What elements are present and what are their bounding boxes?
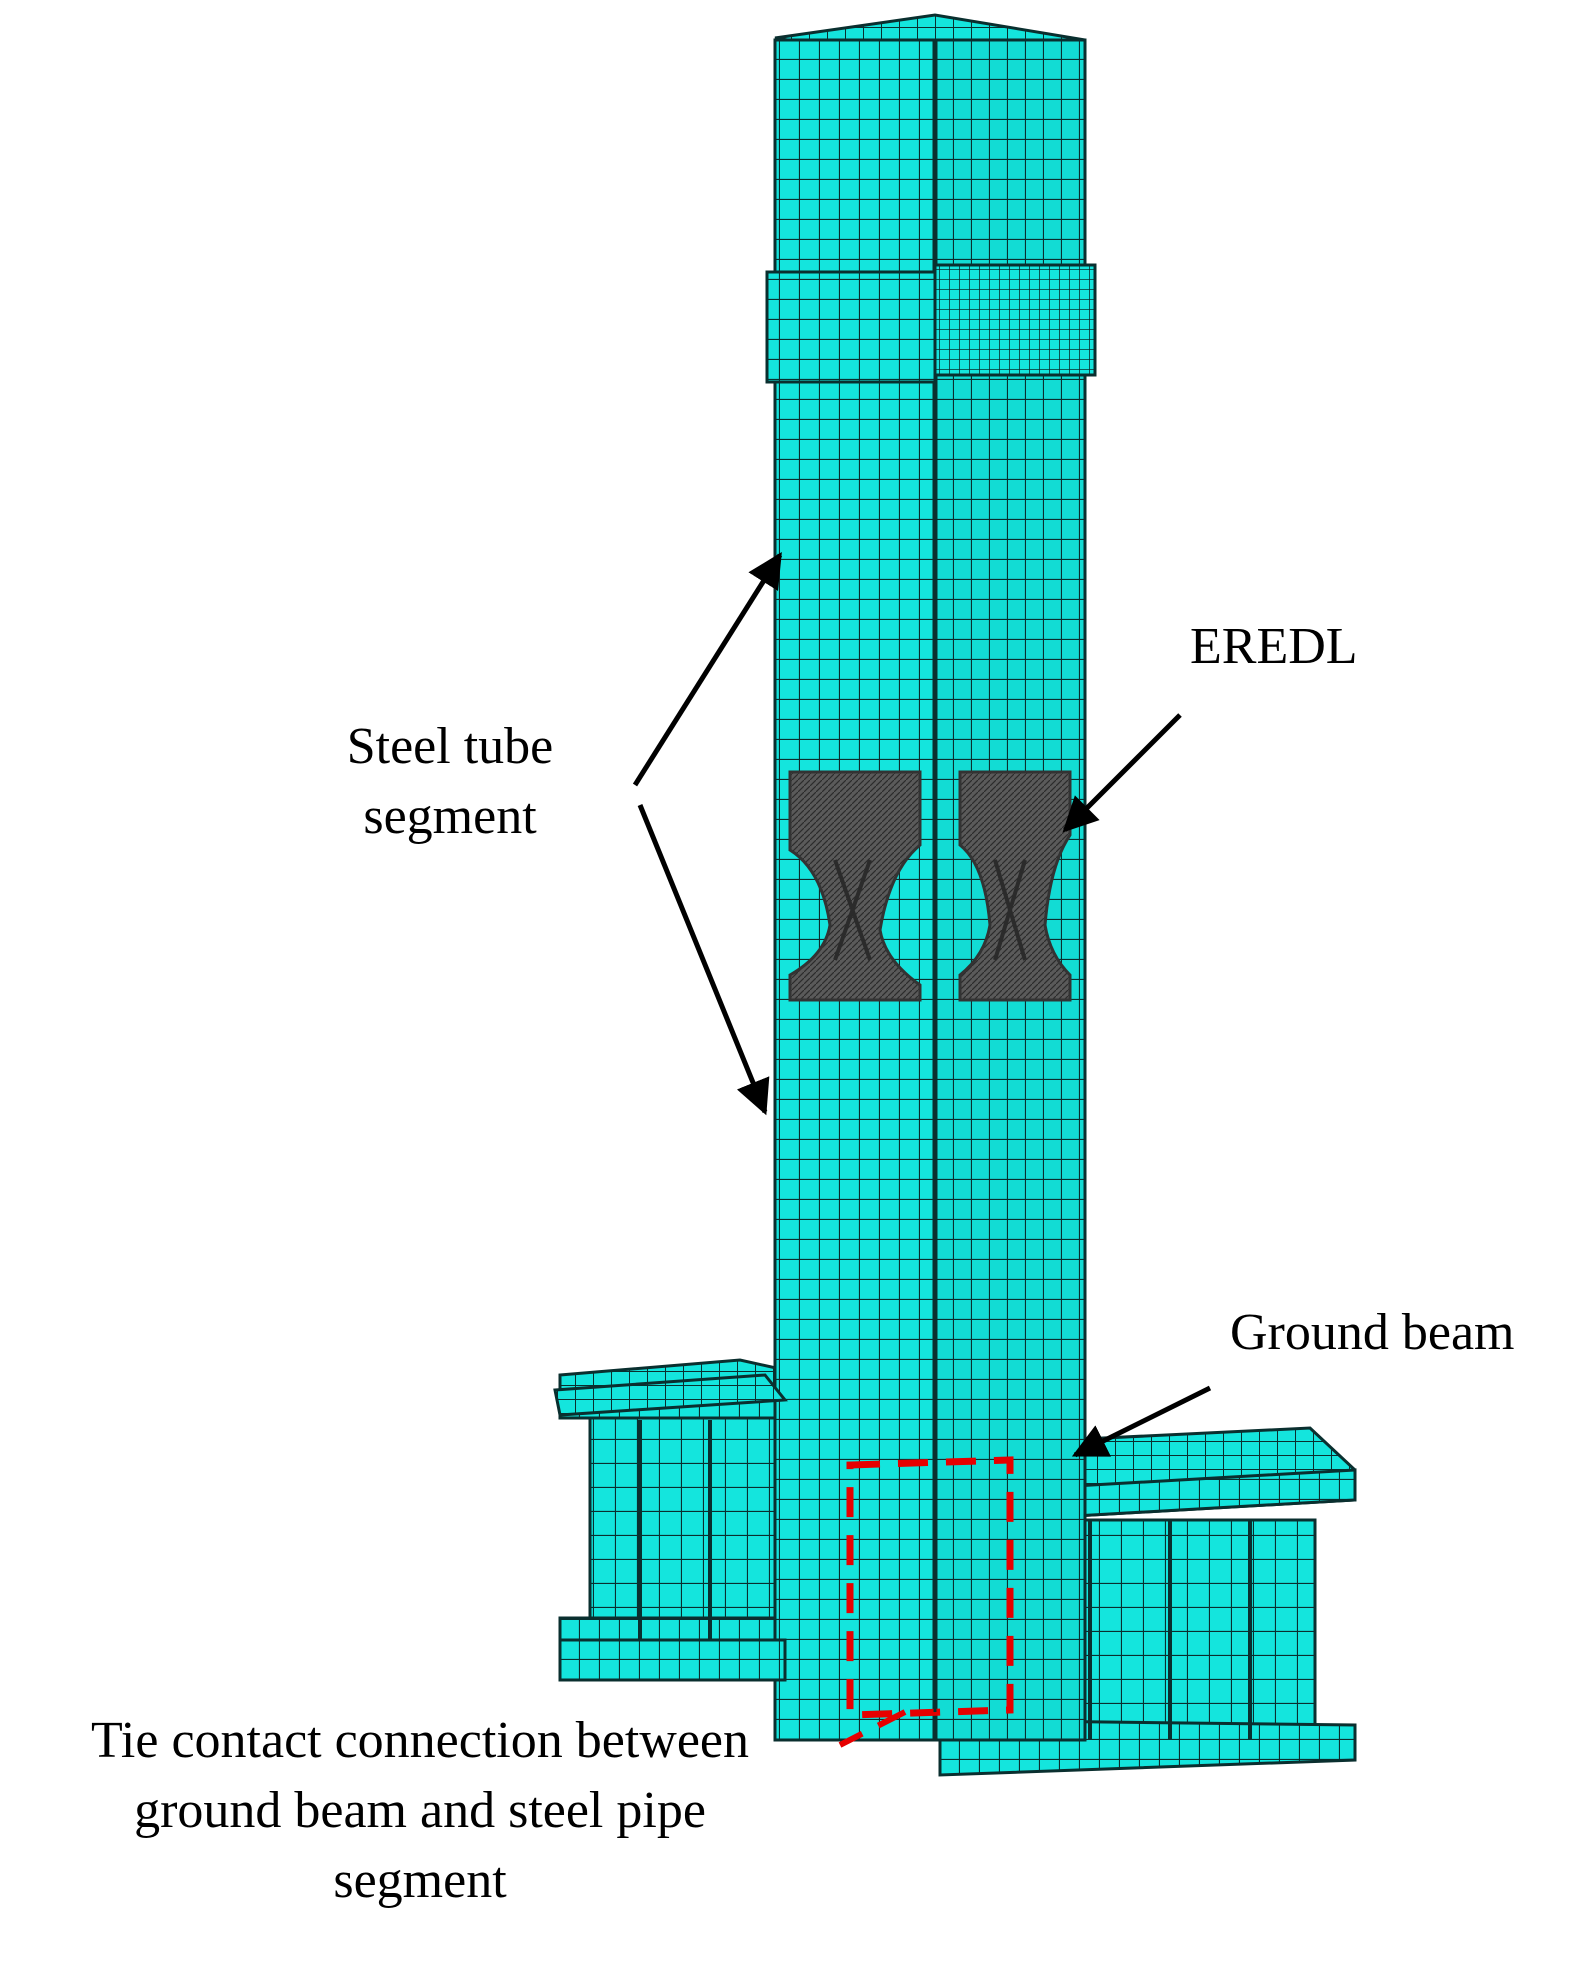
- tie-contact-label: Tie contact connection between ground be…: [0, 1706, 840, 1917]
- annotation-arrows: [632, 552, 1212, 1458]
- eredl-damper-right: [958, 770, 1072, 1002]
- eredl-damper-left: [788, 770, 922, 1002]
- ground-beam-label: Ground beam: [1230, 1304, 1515, 1361]
- arrow-steel-tube-lower: [637, 804, 770, 1116]
- tie-contact-region: [838, 1456, 1014, 1748]
- arrow-ground-beam: [1071, 1385, 1212, 1458]
- steel-tube-label-line1: Steel tube: [346, 718, 554, 775]
- eredl-label: EREDL: [1190, 618, 1358, 675]
- tie-label-line1: Tie contact connection between: [91, 1712, 749, 1769]
- ground-beam-front: [553, 1373, 788, 1682]
- arrow-steel-tube-upper: [632, 552, 783, 787]
- steel-column: [765, 13, 1097, 1742]
- steel-tube-label-line2: segment: [363, 788, 537, 846]
- steel-tube-segment-label: Steel tube segment: [300, 712, 600, 852]
- tie-label-line3: segment: [333, 1852, 507, 1910]
- tie-label-line2: ground beam and steel pipe: [134, 1782, 706, 1840]
- arrow-eredl: [1062, 713, 1182, 833]
